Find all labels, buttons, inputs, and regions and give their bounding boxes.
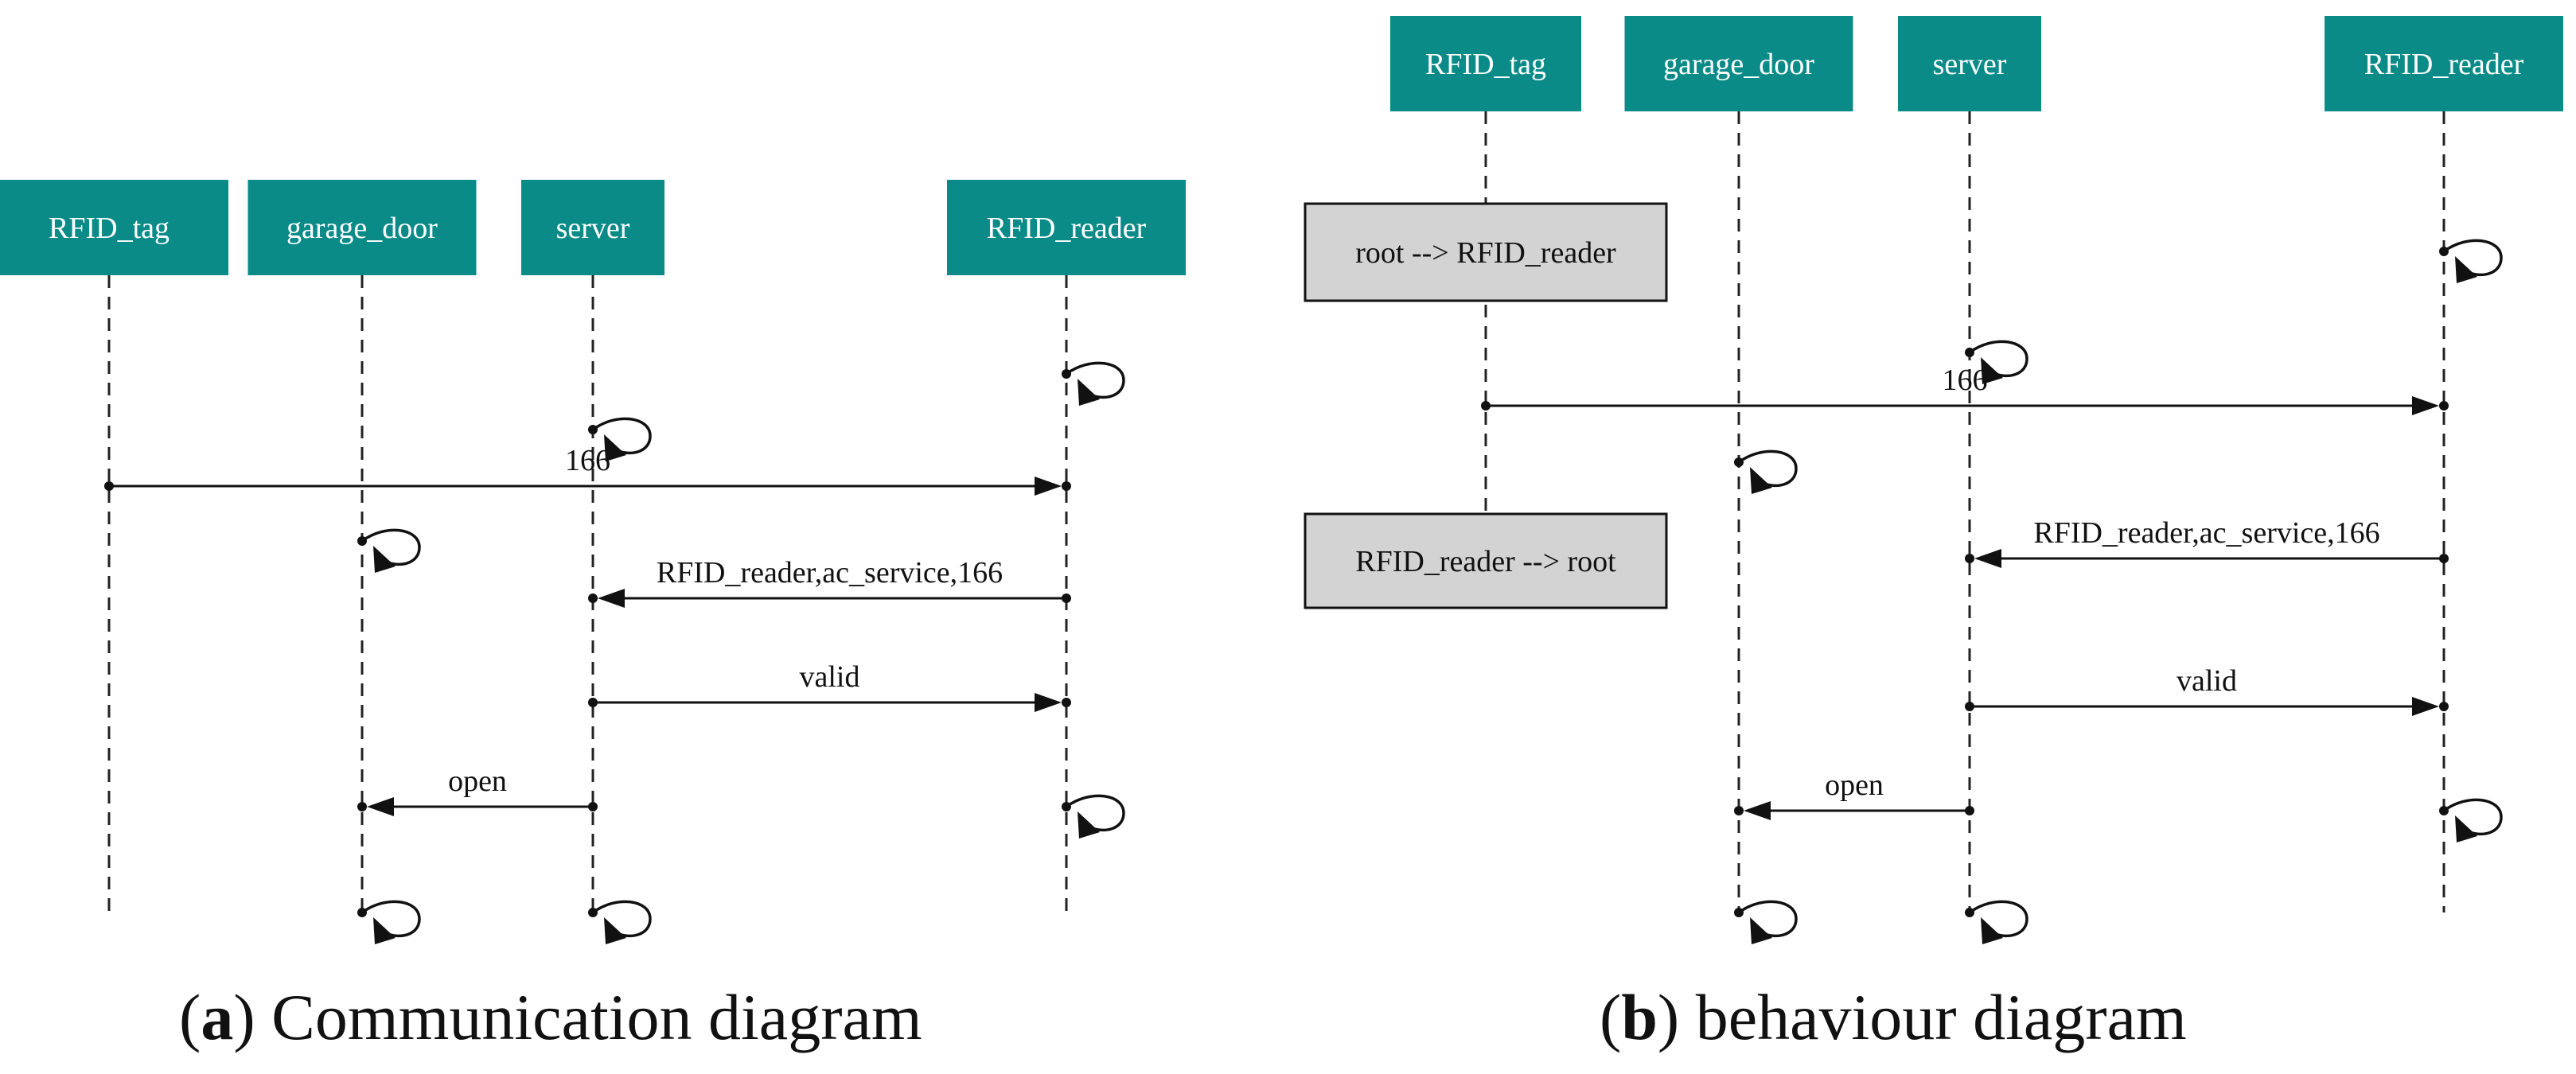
caption-a-text: Communication diagram (271, 981, 922, 1053)
self-loop-path-b-3 (2442, 798, 2503, 836)
panel-b-behaviour-diagram: RFID_tag garage_door server RFID_readerroot… (1304, 16, 2563, 944)
message-arrowhead-a-1 (598, 589, 625, 608)
message-arrowhead-b-3 (1744, 801, 1771, 820)
note-label-b-0: root --> RFID_reader (1355, 236, 1616, 270)
self-loop-a-4 (357, 900, 421, 944)
self-loop-arrowhead-b-5 (1981, 917, 2003, 944)
self-loop-path-b-2 (1737, 449, 1798, 488)
message-b-3: open (1734, 769, 1974, 820)
actor-box-a-2 (521, 180, 664, 275)
self-loop-path-a-4 (360, 900, 421, 938)
actor-label-a-0: RFID_tag (49, 212, 170, 245)
self-loop-path-a-3 (1065, 794, 1125, 832)
message-end-dot-b-2 (2439, 702, 2449, 711)
self-loop-path-a-0 (1065, 361, 1125, 399)
actor-box-b-2 (1898, 16, 2041, 111)
self-loop-path-a-1 (591, 417, 652, 455)
message-label-b-3: open (1825, 769, 1884, 802)
message-end-dot-b-1 (1965, 554, 1974, 563)
self-loop-path-b-4 (1737, 900, 1798, 938)
actor-label-b-1: garage_door (1663, 48, 1814, 81)
message-arrowhead-b-1 (1974, 549, 2001, 568)
message-label-b-1: RFID_reader,ac_service,166 (2033, 516, 2379, 550)
actor-label-a-2: server (556, 212, 630, 245)
actor-label-b-2: server (1933, 48, 2007, 81)
caption-b-tag: b (1621, 981, 1658, 1053)
note-box-b-1 (1304, 512, 1668, 609)
actor-box-b-1 (1624, 16, 1853, 111)
message-label-b-2: valid (2177, 664, 2237, 698)
actor-label-b-3: RFID_reader (2364, 48, 2524, 81)
self-loop-arrowhead-a-1 (604, 434, 626, 461)
self-loop-a-3 (1062, 794, 1125, 839)
message-b-2: valid (1965, 664, 2449, 716)
actor-box-b-0 (1390, 16, 1581, 111)
self-loop-arrowhead-b-0 (2455, 256, 2477, 283)
panel-a-communication-diagram: RFID_tag garage_door server RFID_reader 166R… (0, 180, 1186, 944)
self-loop-arrowhead-a-0 (1078, 379, 1100, 406)
self-loop-b-4 (1734, 900, 1798, 944)
actor-box-a-3 (947, 180, 1186, 275)
message-a-2: valid (588, 660, 1071, 712)
message-arrowhead-a-3 (367, 797, 394, 816)
message-label-a-0: 166 (565, 444, 610, 477)
self-loop-arrowhead-a-3 (1078, 811, 1100, 839)
self-loop-a-0 (1062, 361, 1125, 406)
actor-label-b-0: RFID_tag (1425, 48, 1546, 81)
self-loop-path-b-5 (1968, 900, 2028, 938)
message-end-dot-b-0 (2439, 401, 2449, 411)
self-loop-path-b-1 (1968, 340, 2028, 378)
caption-b: (b) behaviour diagram (1600, 981, 2187, 1053)
self-loop-a-1 (588, 417, 652, 461)
self-loop-a-5 (588, 900, 652, 944)
message-end-dot-a-3 (357, 802, 367, 811)
message-a-3: open (357, 765, 598, 816)
message-label-a-1: RFID_reader,ac_service,166 (657, 556, 1003, 590)
self-loop-arrowhead-b-1 (1981, 357, 2003, 384)
message-end-dot-b-3 (1734, 806, 1744, 815)
message-arrowhead-b-2 (2412, 697, 2439, 716)
message-label-b-0: 166 (1943, 364, 1988, 397)
actor-label-a-1: garage_door (286, 212, 438, 245)
message-a-1: RFID_reader,ac_service,166 (588, 556, 1071, 608)
message-b-1: RFID_reader,ac_service,166 (1965, 516, 2449, 568)
message-end-dot-a-1 (588, 593, 598, 603)
self-loop-a-2 (357, 528, 421, 573)
self-loop-arrowhead-b-3 (2455, 815, 2477, 842)
self-loop-arrowhead-b-4 (1750, 917, 1772, 944)
message-arrowhead-a-2 (1035, 693, 1062, 712)
message-a-0: 166 (104, 444, 1071, 496)
self-loop-path-b-0 (2442, 239, 2503, 277)
self-loop-arrowhead-a-2 (373, 546, 396, 573)
actor-box-b-3 (2325, 16, 2563, 111)
note-box-b-0 (1304, 202, 1668, 302)
caption-b-text: behaviour diagram (1695, 981, 2187, 1053)
self-loop-b-5 (1965, 900, 2028, 944)
self-loop-b-3 (2439, 798, 2503, 842)
self-loop-b-2 (1734, 449, 1798, 494)
actor-box-a-0 (0, 180, 228, 275)
message-end-dot-a-0 (1062, 481, 1071, 491)
note-label-b-1: RFID_reader --> root (1355, 545, 1616, 578)
self-loop-b-1 (1965, 340, 2028, 384)
message-arrowhead-a-0 (1035, 477, 1062, 496)
caption-a: (a) Communication diagram (179, 981, 922, 1053)
message-end-dot-a-2 (1062, 698, 1071, 707)
self-loop-arrowhead-b-2 (1750, 467, 1772, 494)
self-loop-path-a-2 (360, 528, 421, 566)
actor-label-a-3: RFID_reader (987, 212, 1147, 245)
message-arrowhead-b-0 (2412, 396, 2439, 415)
self-loop-b-0 (2439, 239, 2503, 283)
actor-box-a-1 (247, 180, 477, 275)
self-loop-path-a-5 (591, 900, 652, 938)
message-b-0: 166 (1481, 364, 2449, 415)
caption-a-tag: a (201, 981, 234, 1053)
self-loop-arrowhead-a-4 (373, 917, 396, 944)
message-label-a-3: open (448, 765, 507, 798)
message-label-a-2: valid (800, 660, 860, 694)
self-loop-arrowhead-a-5 (604, 917, 626, 944)
